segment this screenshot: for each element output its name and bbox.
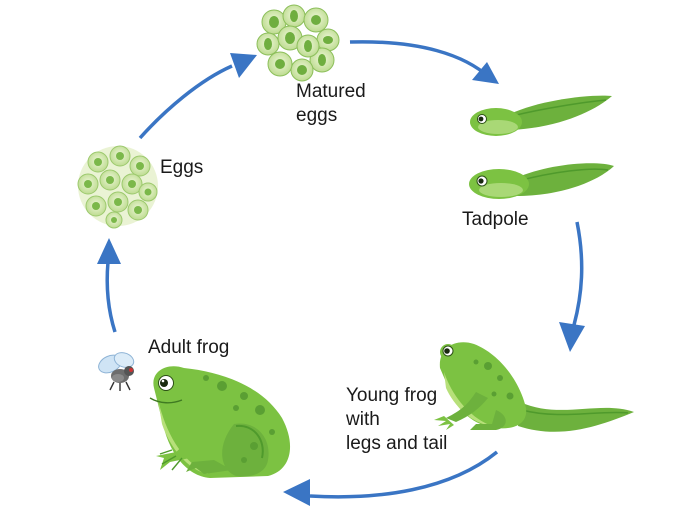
label-young-frog-line-1: Young frog	[346, 385, 438, 406]
matured-eggs-icon	[256, 4, 340, 82]
label-matured-eggs: Matured eggs	[296, 80, 366, 128]
fly-icon	[98, 352, 135, 391]
tadpole-icon	[469, 95, 614, 199]
arrow-young-to-adult	[309, 450, 499, 499]
adult-frog-icon	[149, 366, 291, 478]
cycle-arrows	[97, 40, 585, 506]
label-matured-eggs-line-2: eggs	[296, 105, 338, 126]
label-eggs: Eggs	[160, 157, 204, 178]
label-young-frog-line-2: with	[346, 409, 380, 430]
eggs-icon	[77, 145, 158, 229]
tadpole-1	[470, 95, 612, 136]
arrowhead-young-to-adult	[283, 479, 310, 506]
tadpole-2	[469, 163, 614, 199]
arrowhead-adult-to-eggs	[97, 238, 121, 264]
label-young-frog: Young frog with legs and tail	[346, 384, 447, 456]
arrow-tadpole-to-young	[572, 221, 584, 326]
arrowhead-tadpole-to-young	[559, 322, 585, 352]
label-matured-eggs-line-1: Matured	[296, 81, 366, 102]
label-adult-frog: Adult frog	[148, 337, 230, 358]
arrow-adult-to-eggs	[105, 261, 117, 333]
arrow-eggs-to-matured	[138, 64, 233, 140]
label-young-frog-line-3: legs and tail	[346, 433, 448, 454]
arrow-matured-to-tadpole	[349, 40, 492, 80]
arrowhead-eggs-to-matured	[230, 53, 257, 78]
label-tadpole: Tadpole	[462, 209, 529, 230]
arrowhead-matured-to-tadpole	[472, 62, 499, 84]
young-frog-icon	[434, 342, 634, 432]
